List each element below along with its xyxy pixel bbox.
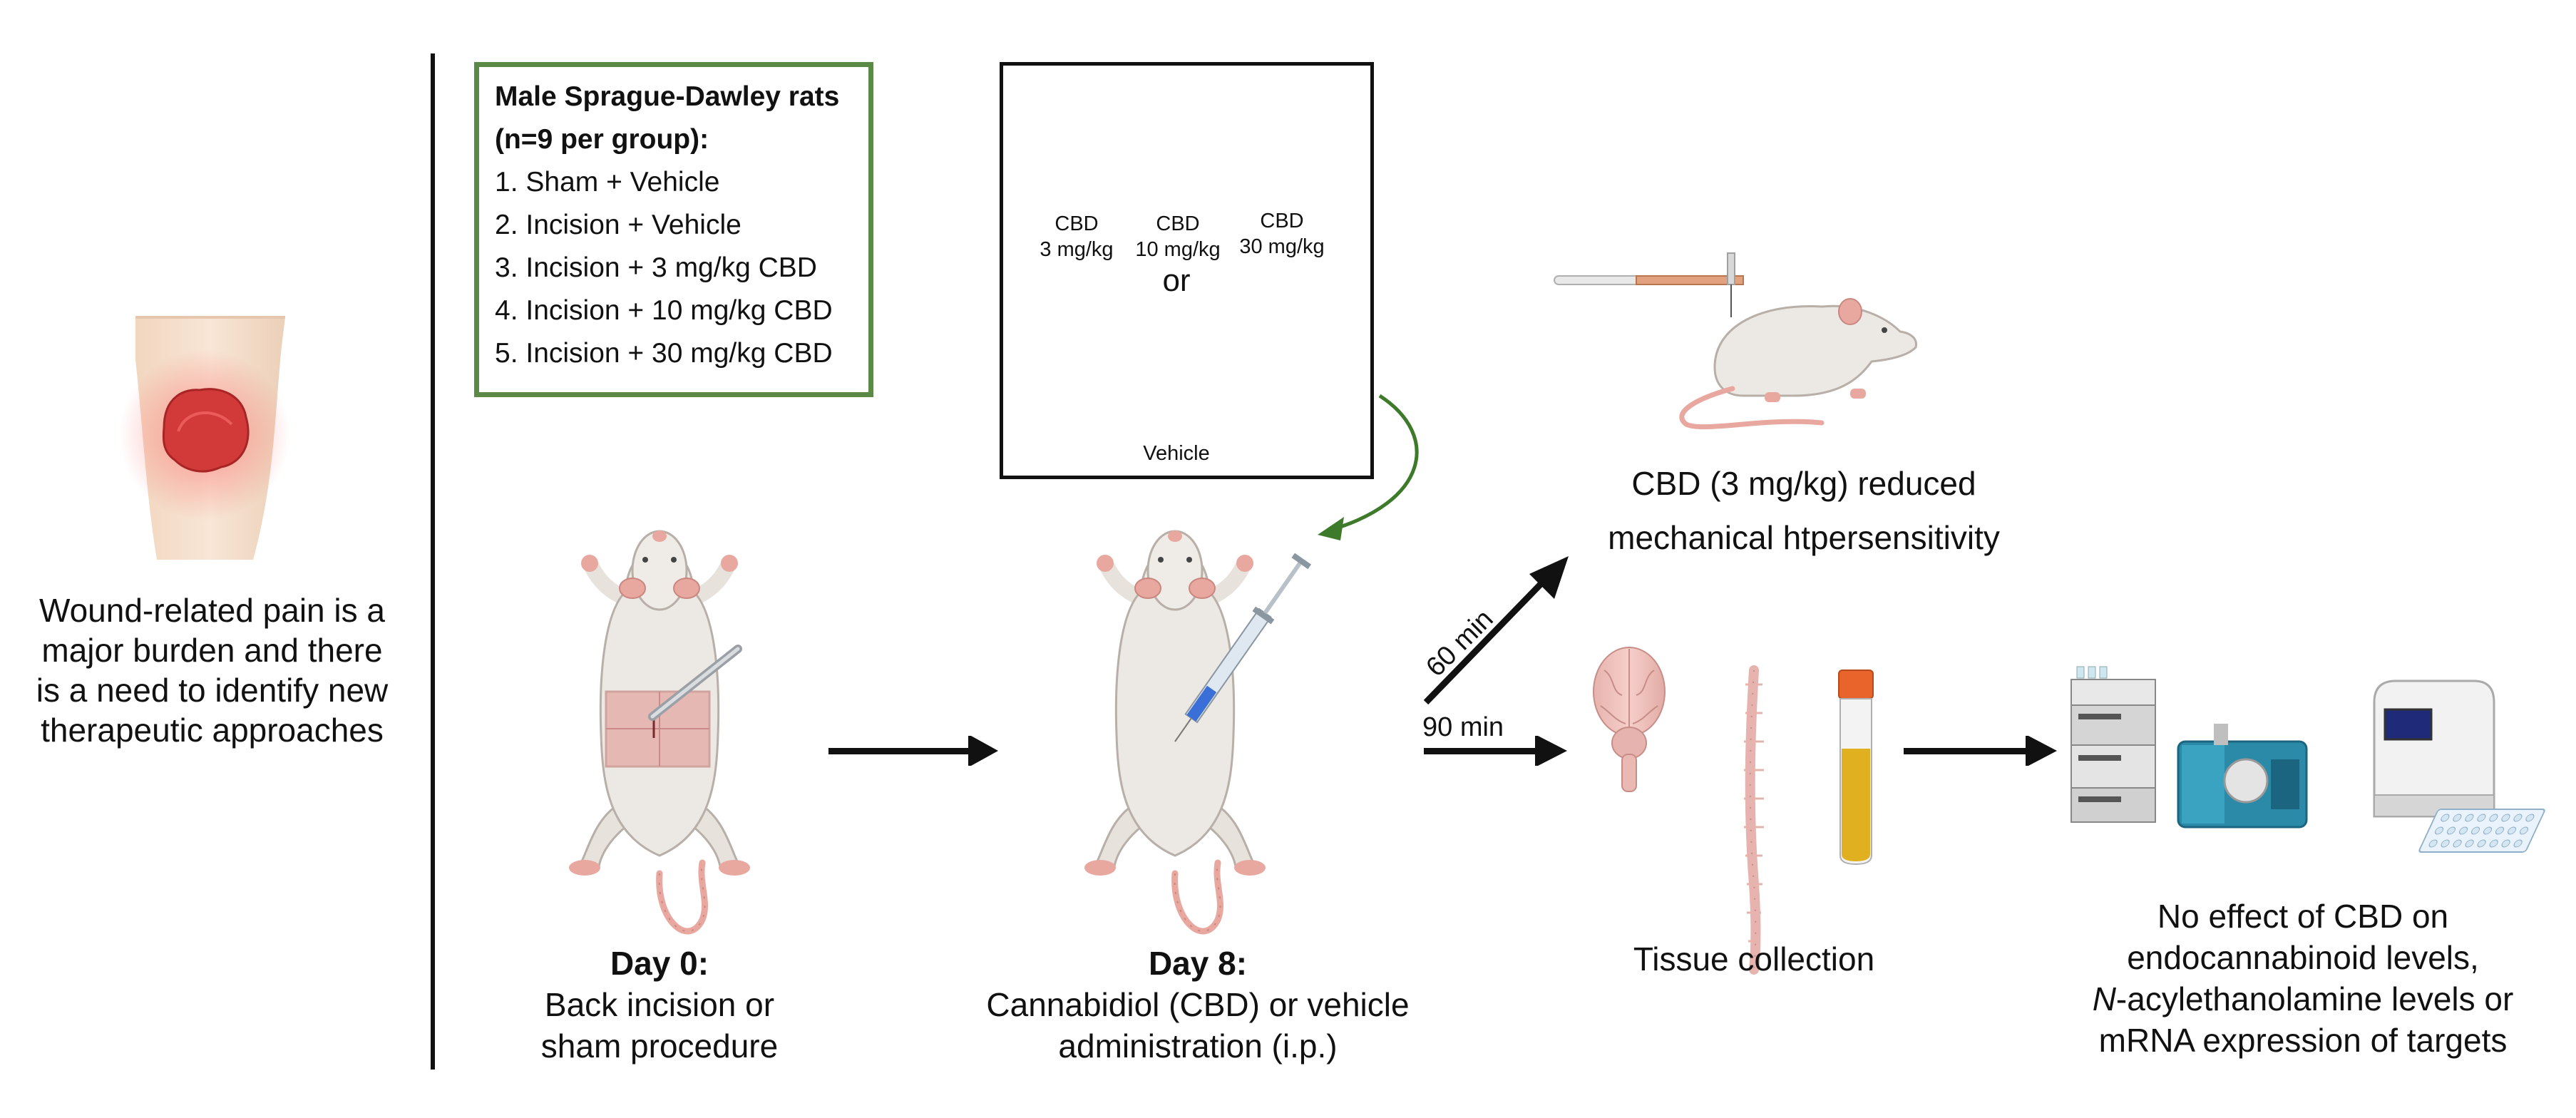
intro-line: major burden and there xyxy=(41,632,383,669)
group-item: 1. Sham + Vehicle xyxy=(495,167,720,198)
flow-arrow xyxy=(828,736,998,766)
cbd-label: CBD 3 mg/kg xyxy=(1027,211,1127,263)
outcome-line-rest: -acylethanolamine levels or xyxy=(2115,980,2514,1017)
time-label-90: 90 min xyxy=(1422,712,1504,742)
vehicle-label: Vehicle xyxy=(1143,442,1210,465)
day8-line: administration (i.p.) xyxy=(1058,1027,1338,1065)
brain-icon xyxy=(1593,647,1666,792)
rat-incision-icon xyxy=(569,530,750,931)
intro-line: Wound-related pain is a xyxy=(39,592,385,629)
behavior-result: CBD (3 mg/kg) reduced mechanical htperse… xyxy=(1540,456,2068,565)
outcome-text: No effect of CBD on endocannabinoid leve… xyxy=(2053,896,2552,1061)
outcome-line: endocannabinoid levels, xyxy=(2127,939,2479,976)
day8-caption: Day 8: Cannabidiol (CBD) or vehicle admi… xyxy=(948,943,1447,1067)
day0-caption: Day 0: Back incision or sham procedure xyxy=(474,943,845,1067)
cbd-dose: 30 mg/kg xyxy=(1239,235,1325,259)
day0-line: Back incision or xyxy=(544,986,775,1023)
group-item: 2. Incision + Vehicle xyxy=(495,210,742,240)
wound-knee-icon xyxy=(119,316,290,560)
cbd-label: CBD 10 mg/kg xyxy=(1128,211,1228,263)
blood-tube-icon xyxy=(1838,670,1874,866)
behavior-line: mechanical htpersensitivity xyxy=(1608,519,2000,556)
outcome-italic-n: N xyxy=(2092,980,2116,1017)
flow-arrow xyxy=(1904,736,2057,766)
cbd-name: CBD xyxy=(1260,210,1304,232)
outcome-line: No effect of CBD on xyxy=(2157,898,2449,935)
group-item: 5. Incision + 30 mg/kg CBD xyxy=(495,338,833,369)
rat-injection-icon xyxy=(1084,530,1311,931)
tissue-label: Tissue collection xyxy=(1633,940,1875,978)
cbd-dose: 10 mg/kg xyxy=(1135,238,1221,262)
cbd-name: CBD xyxy=(1156,212,1200,235)
day8-title: Day 8: xyxy=(1148,945,1248,982)
cbd-dose: 3 mg/kg xyxy=(1040,238,1114,262)
or-label: or xyxy=(1162,263,1191,298)
spinal-cord-icon xyxy=(1744,665,1764,975)
outcome-line: mRNA expression of targets xyxy=(2098,1022,2508,1059)
intro-text: Wound-related pain is a major burden and… xyxy=(14,590,410,750)
cbd-label: CBD 30 mg/kg xyxy=(1232,208,1332,260)
day8-line: Cannabidiol (CBD) or vehicle xyxy=(986,986,1410,1023)
group-item: 3. Incision + 3 mg/kg CBD xyxy=(495,252,817,283)
behavior-line: CBD (3 mg/kg) reduced xyxy=(1631,465,1976,502)
group-item: 4. Incision + 10 mg/kg CBD xyxy=(495,295,833,326)
intro-line: therapeutic approaches xyxy=(41,712,384,749)
treatment-box xyxy=(1000,62,1374,479)
qpcr-machine-icon xyxy=(2373,679,2545,853)
lcms-instrument-icon xyxy=(2070,666,2308,829)
day0-title: Day 0: xyxy=(610,945,709,982)
intro-line: is a need to identify new xyxy=(36,672,389,709)
day0-line: sham procedure xyxy=(540,1027,779,1065)
groups-title: Male Sprague-Dawley rats xyxy=(495,81,840,112)
cbd-name: CBD xyxy=(1054,212,1099,235)
groups-box: Male Sprague-Dawley rats (n=9 per group)… xyxy=(474,62,873,397)
green-arrow xyxy=(1318,394,1419,540)
outcome-line: N-acylethanolamine levels or xyxy=(2053,978,2552,1020)
flow-arrow xyxy=(1424,736,1567,766)
groups-subtitle: (n=9 per group): xyxy=(495,124,709,155)
von-frey-rat-icon xyxy=(1554,252,1918,430)
flow-arrow-diagonal xyxy=(1423,556,1569,705)
